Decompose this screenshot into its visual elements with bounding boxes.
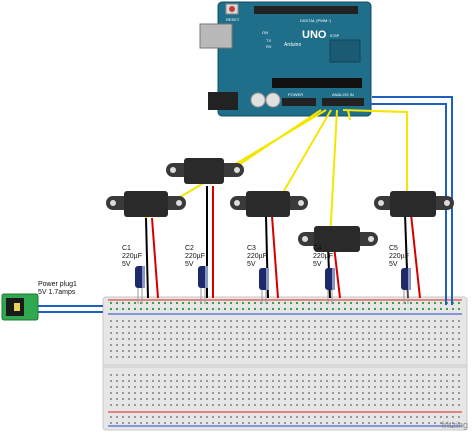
icsp-label: ICSP	[330, 33, 340, 38]
power-plug-label: Power plug1 5V 1.7amps	[38, 281, 77, 297]
power-plug-spec: 5V 1.7amps	[38, 289, 76, 296]
analog-label: ANALOG IN	[332, 92, 354, 97]
digital-label: DIGITAL (PWM~)	[300, 18, 332, 23]
distance-sensor	[166, 158, 244, 184]
capacitor-label-c3: C3 220µF 5V	[247, 245, 267, 269]
arduino-model-label: UNO	[302, 29, 327, 41]
capacitor-value: 220µF	[247, 253, 267, 260]
capacitor-value: 220µF	[389, 253, 409, 260]
power-plug	[1, 293, 103, 321]
capacitor-voltage: 5V	[389, 261, 398, 268]
capacitor-label-c4: C4 220µF 5V	[313, 245, 333, 269]
arduino-brand-label: Arduino	[284, 42, 301, 48]
capacitor-voltage: 5V	[247, 261, 256, 268]
distance-sensor	[106, 191, 186, 217]
tx-label: TX	[266, 38, 271, 43]
arduino-uno: UNO Arduino RESET ICSP DIGITAL (PWM~) AN…	[199, 1, 372, 117]
capacitor-value: 220µF	[185, 253, 205, 260]
fritzing-watermark: fritzing	[441, 420, 468, 430]
capacitor-name: C4	[313, 245, 322, 252]
capacitor-icon	[265, 92, 281, 108]
distance-sensor	[374, 191, 454, 217]
breadboard-bottom-rail	[108, 413, 462, 425]
distance-sensor	[230, 191, 308, 217]
capacitor-c5	[401, 268, 411, 304]
capacitor-name: C5	[389, 245, 398, 252]
rx-label: RX	[266, 44, 272, 49]
atmega-chip	[272, 78, 362, 88]
on-label: ON	[262, 30, 268, 35]
usb-port-icon	[199, 23, 233, 49]
reset-label: RESET	[226, 17, 240, 22]
capacitor-label-c5: C5 220µF 5V	[389, 245, 409, 269]
distance-sensor	[298, 226, 378, 252]
digital-header	[254, 6, 358, 14]
power-plug-name: Power plug1	[38, 281, 77, 288]
breadboard-top-rail	[108, 300, 462, 314]
capacitor-label-c1: C1 220µF 5V	[122, 245, 142, 269]
capacitor-icon	[250, 92, 266, 108]
capacitor-c1	[135, 266, 145, 304]
power-header	[282, 98, 316, 106]
breadboard	[102, 296, 468, 431]
capacitor-value: 220µF	[313, 253, 333, 260]
capacitor-c2	[198, 266, 208, 304]
power-label: POWER	[288, 92, 303, 97]
capacitor-name: C2	[185, 245, 194, 252]
capacitor-voltage: 5V	[185, 261, 194, 268]
capacitor-value: 220µF	[122, 253, 142, 260]
capacitor-name: C1	[122, 245, 131, 252]
capacitor-voltage: 5V	[122, 261, 131, 268]
power-jack-icon	[208, 92, 238, 110]
analog-header	[322, 98, 364, 106]
capacitor-voltage: 5V	[313, 261, 322, 268]
capacitor-name: C3	[247, 245, 256, 252]
capacitor-c3	[259, 268, 269, 304]
capacitor-label-c2: C2 220µF 5V	[185, 245, 205, 269]
capacitor-c4	[325, 268, 335, 304]
blue-wires	[366, 96, 453, 305]
